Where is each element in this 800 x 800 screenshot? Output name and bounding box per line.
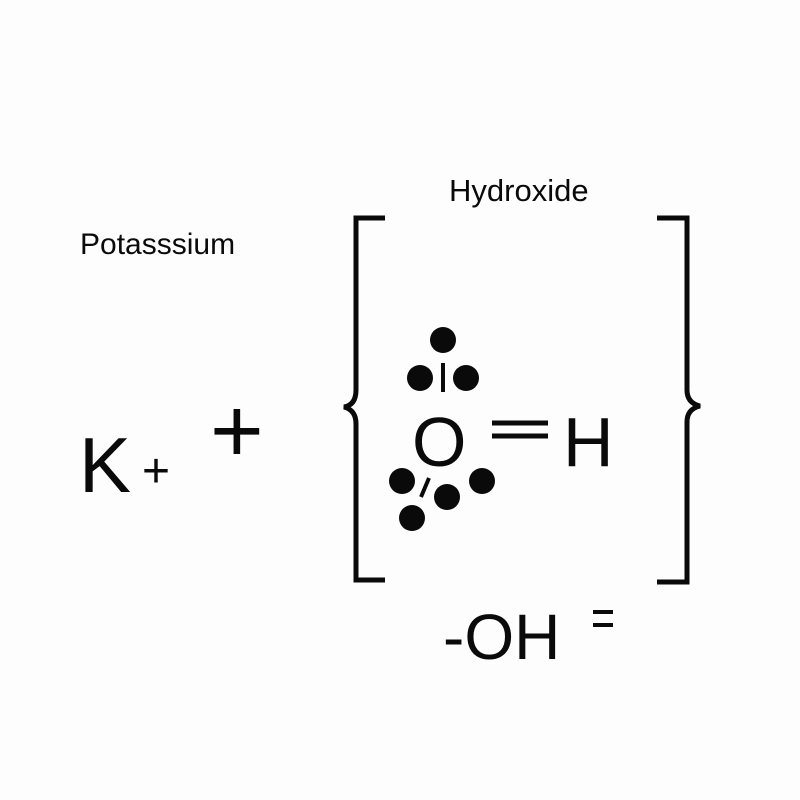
electron-dot xyxy=(407,365,433,391)
hydrogen-atom: H xyxy=(563,403,614,481)
hydroxide-formula: -OH xyxy=(443,601,561,673)
electron-dot xyxy=(430,327,456,353)
potassium-label: Potasssium xyxy=(80,228,236,261)
oxygen-atom: O xyxy=(412,403,467,481)
hydroxide-label: Hydroxide xyxy=(449,173,589,208)
electron-dot xyxy=(389,468,415,494)
plus-operator: + xyxy=(210,380,264,482)
electron-dot xyxy=(469,468,495,494)
left-bracket xyxy=(343,215,385,583)
electron-dot xyxy=(399,505,425,531)
potassium-symbol: K xyxy=(79,421,132,509)
electron-dot xyxy=(453,365,479,391)
electron-dot xyxy=(434,484,460,510)
potassium-charge: + xyxy=(142,445,171,498)
bond-line-bottom xyxy=(419,477,431,498)
right-bracket xyxy=(657,215,701,585)
